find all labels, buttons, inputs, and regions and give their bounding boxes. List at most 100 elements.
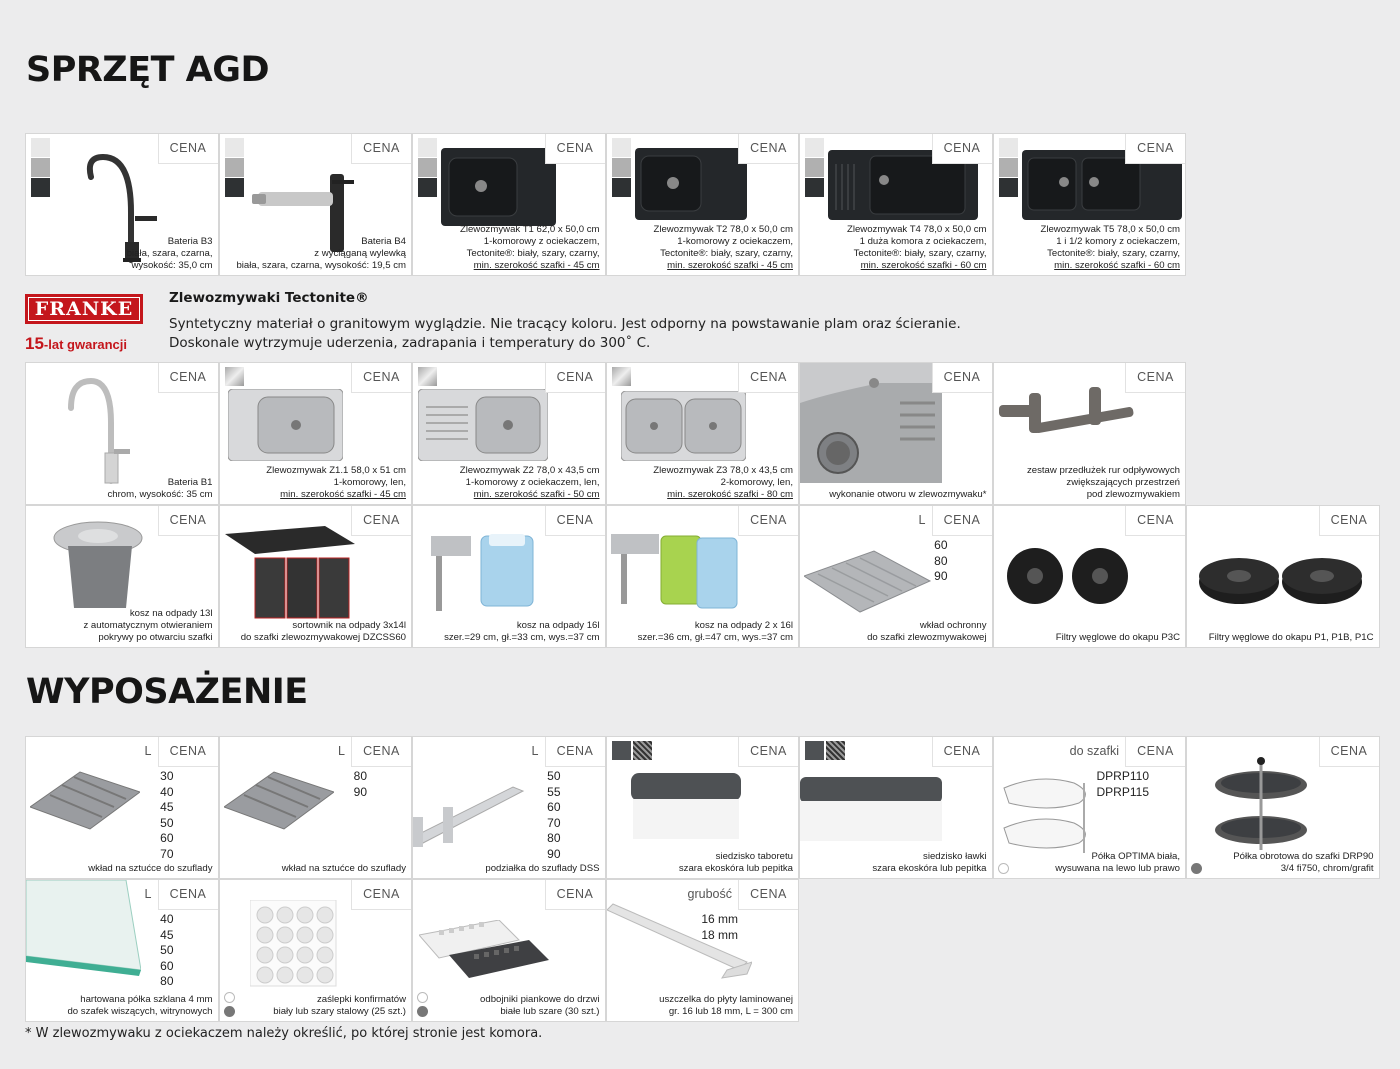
price-label: CENA <box>157 134 218 164</box>
franke-logo: FRANKE <box>25 294 143 324</box>
length-label: L <box>918 513 926 527</box>
price-label: CENA <box>544 363 605 393</box>
white-color-dot <box>997 863 1009 874</box>
product-description: wkład na sztućce do szuflady <box>88 863 213 874</box>
sink-drain-image <box>800 363 942 483</box>
waste-sorter-image <box>224 526 355 619</box>
product-description: podziałka do szuflady DSS <box>485 863 600 874</box>
cutlery-tray-image <box>30 771 140 830</box>
waste-bin-double-image <box>610 534 737 609</box>
faucet-image <box>86 153 157 263</box>
steel-swatch <box>418 367 437 387</box>
footnote: * W zlewozmywaku z ociekaczem należy okr… <box>25 1026 543 1041</box>
steel-sink-image <box>418 389 548 461</box>
price-label: CENA <box>157 880 218 910</box>
steel-sink-image <box>227 389 343 461</box>
price-label: CENA <box>1125 737 1185 767</box>
white-color-dot <box>223 992 235 1003</box>
price-label: CENA <box>738 363 798 393</box>
waste-bin-blue-image <box>431 534 534 611</box>
stool-seat-image <box>630 773 741 839</box>
carbon-filter-round-image <box>1199 558 1362 604</box>
cabinet-label: do szafki <box>1069 744 1119 758</box>
product-description: Filtry węglowe do okapu P1, P1B, P1C <box>1208 632 1374 643</box>
price-label: CENA <box>738 737 798 767</box>
carbon-filter-image <box>1006 548 1128 604</box>
price-label: CENA <box>1318 737 1379 767</box>
length-label: L <box>144 744 152 758</box>
product-card-carbon-filter-p1[interactable]: CENA Filtry węglowe do okapu P1, P1B, P1… <box>1186 505 1380 648</box>
price-label: CENA <box>544 134 605 164</box>
fabric-swatches <box>805 741 849 761</box>
sink-image <box>441 148 556 226</box>
steel-double-sink-image <box>620 391 746 461</box>
white-color-dot <box>417 992 428 1003</box>
product-card-carbon-filter-p3c[interactable]: CENA Filtry węglowe do okapu P3C <box>992 505 1186 648</box>
product-description: wykonanie otworu w zlewozmywaku* <box>829 489 987 500</box>
product-description: Filtry węglowe do okapu P3C <box>1055 632 1180 643</box>
price-label: CENA <box>157 737 218 767</box>
product-description: Półka OPTIMA biała,wysuwana na lewo lub … <box>1055 851 1180 874</box>
optima-shelf-image <box>1002 778 1086 853</box>
door-bumpers-image <box>419 920 549 978</box>
color-swatches <box>31 138 50 198</box>
price-label: CENA <box>351 506 411 536</box>
length-label: L <box>144 887 152 901</box>
sink-image <box>1021 150 1182 220</box>
price-label: CENA <box>738 880 798 910</box>
edge-seal-image <box>606 903 752 979</box>
product-card-sink-hole[interactable]: CENA wykonanie otworu w zlewozmywaku* <box>799 362 993 505</box>
price-label: CENA <box>351 134 411 164</box>
drawer-divider-image <box>413 786 525 847</box>
